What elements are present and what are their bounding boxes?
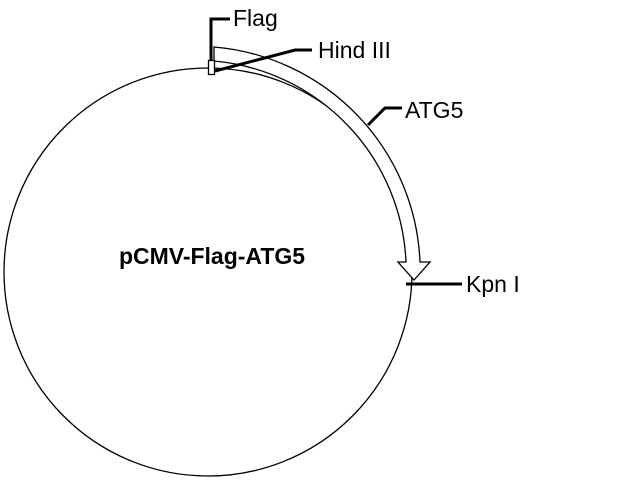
kpn-i-label: Kpn I (466, 271, 520, 297)
atg5-leader-line (366, 106, 402, 127)
atg5-label: ATG5 (405, 97, 463, 123)
flag-tag-box (207, 59, 216, 76)
flag-leader-line (209, 17, 230, 60)
flag-label: Flag (233, 5, 278, 31)
hind-iii-leader-line (214, 48, 312, 73)
atg5-gene-arrow (213, 46, 432, 281)
hind-iii-label: Hind III (318, 37, 391, 63)
plasmid-name: pCMV-Flag-ATG5 (119, 243, 305, 269)
